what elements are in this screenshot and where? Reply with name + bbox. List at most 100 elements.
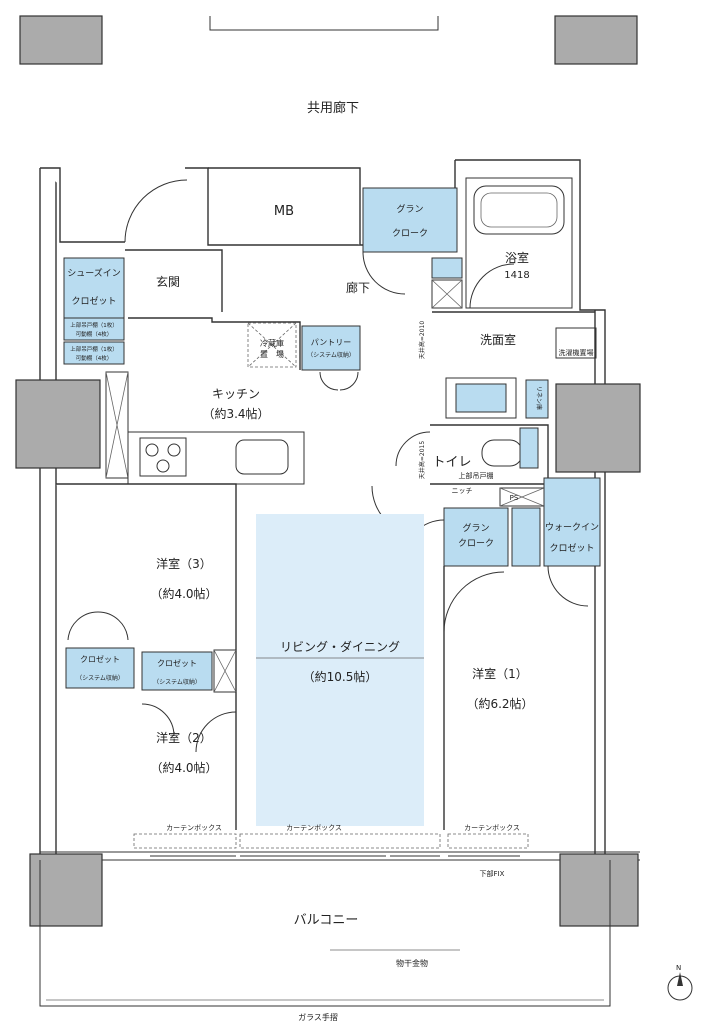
balcony-outline [39,860,611,1007]
burner-3 [156,459,170,473]
shoes-in-closet [63,257,125,319]
bathtub-icon [473,185,565,235]
glass-railing-label: ガラス手摺 [298,1012,338,1022]
shelf-upper-label-2: 可動棚（4枚） [76,330,113,338]
ps-box-bath [431,279,463,309]
fridge-label-2: 置 場 [260,349,284,359]
closet-b-label-2: （システム収納） [153,678,201,686]
room1-door-swing [443,571,505,633]
ps-mid-cross [499,487,545,507]
closet-b-door-swing [141,703,175,737]
sink-icon [235,439,289,475]
room1-label: 洋室（1） [472,666,528,681]
kitchen-size: （約3.4帖） [202,406,269,421]
toilet-walls [430,424,549,485]
living-dining-area [256,514,424,826]
ps-left-cross [105,371,129,479]
walkin-label-1: ウォークイン [545,522,599,533]
closet-b [141,651,213,691]
corridor-bay [209,16,439,31]
shelf-lower [63,341,125,365]
bath-storage [431,257,463,279]
entrance-wall [40,167,125,243]
walkin-closet [543,477,601,567]
grand-cloak-label-1: グラン [396,203,423,215]
walkin-door-swing [547,565,589,607]
wash-room-label: 洗面室 [480,332,516,347]
column-top-left [19,15,103,65]
toilet-tank [519,427,539,469]
ceiling-height-2: 天井高=2015 [418,441,426,479]
closet-a-door-swing [67,611,129,641]
room2-label: 洋室（2） [156,730,212,745]
curtain-box-1 [133,833,237,849]
grand-cloak-2 [443,507,509,567]
fridge-space [247,322,297,368]
living-size: （約10.5帖） [303,669,378,684]
hallway-label: 廊下 [346,280,370,295]
washbasin-icon [445,377,517,419]
column-top-right [554,15,638,65]
closet-b-label-1: クロゼット [157,658,197,668]
drying-rack-label: 物干金物 [396,958,428,968]
north-arrow-icon: N [667,964,693,1001]
ps-left [105,371,129,479]
toilet-door-swing [395,431,431,467]
fridge-cross [247,322,297,368]
entrance-label: 玄関 [156,274,180,289]
ceiling-height-1: 天井高=2010 [418,321,426,359]
north-label: N [676,964,681,972]
shelf-upper-label-1: 上部吊戸棚（1枚） [70,321,118,329]
shoes-in-label-1: シューズイン [67,267,121,279]
toilet-label: トイレ [432,455,471,470]
bath-size: 1418 [504,270,529,281]
pantry-label-2: （システム収納） [307,351,355,359]
ps-room2 [213,649,237,693]
lower-fix-label: 下部FIX [480,869,505,878]
cooktop-icon [139,437,187,477]
washbasin-bowl [455,383,507,413]
shelf-upper [63,317,125,341]
grand-cloak-door-swing [362,251,406,295]
facade-line [40,851,640,861]
ps-box-bath-cross [431,279,463,309]
kitchen-label: キッチン [212,387,260,401]
column-bottom-left [29,853,103,927]
curtain-box-2 [239,833,441,849]
pantry-door-swing [319,371,359,391]
washer-space [555,327,597,359]
curtain-box-label-3: カーテンボックス [464,824,520,832]
curtain-box-label-1: カーテンボックス [166,824,222,832]
grand-cloak2-label-2: クローク [458,538,494,549]
fridge-label-1: 冷蔵庫 [260,338,284,348]
bath-door-swing [469,263,515,309]
mb-box [208,167,361,245]
closet-a-label-2: （システム収納） [76,674,124,682]
linen-storage [525,379,549,419]
bath-label: 浴室 [505,250,529,265]
room2-door-swing [195,711,237,753]
toilet-shelf-label: 上部吊戸棚 [459,471,494,480]
closet-a [65,647,135,689]
closet-a-label-1: クロゼット [80,654,120,664]
walkin-label-2: クロゼット [549,542,594,554]
bathtub-inner [480,192,558,228]
left-exterior-wall [39,168,57,860]
grand-cloak-label-2: クローク [392,228,428,239]
room2-size: （約4.0帖） [150,760,217,775]
room3-label: 洋室（3） [156,556,212,571]
front-door-swing [124,179,188,243]
entrance-step [125,249,223,312]
bathroom [465,177,573,309]
column-bottom-right [559,853,639,927]
ps-room2-cross [213,649,237,693]
linen-label: リネン庫 [535,386,543,410]
ps-mid-label: PS [510,494,519,502]
burner-1 [145,443,159,457]
pantry [301,325,361,371]
walkin-side [511,507,541,567]
curtain-box-label-2: カーテンボックス [286,824,342,832]
washer-label: 洗濯機置場 [559,348,594,357]
grand-cloak-top [362,187,458,253]
grand-cloak2-label-1: グラン [462,522,489,534]
